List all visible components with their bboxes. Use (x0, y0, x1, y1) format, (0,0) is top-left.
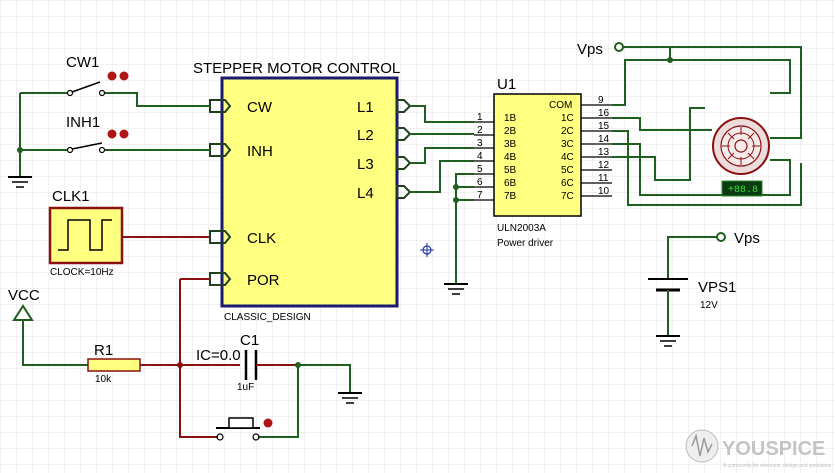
driver-pin-number: 15 (598, 121, 610, 132)
inh-switch-indicator (107, 129, 117, 139)
driver-pin-number: 2 (477, 125, 483, 136)
cw-switch-indicator (107, 71, 117, 81)
ground-symbol (338, 392, 362, 404)
driver-pin-number: 9 (598, 95, 604, 106)
junction-dot (453, 197, 459, 203)
driver-pin-label: 4B (504, 152, 517, 163)
pin-l4[interactable]: L4 (357, 185, 412, 202)
pin-label-l4: L4 (357, 185, 374, 202)
driver-pin-label: 4C (561, 152, 574, 163)
ground-symbol (8, 176, 32, 188)
pin-inh[interactable]: INH (209, 143, 273, 160)
driver-pin-label: 3C (561, 139, 574, 150)
pin-label-cw: CW (247, 99, 273, 116)
pin-label-l3: L3 (357, 156, 374, 173)
inh-switch-label: INH1 (66, 114, 100, 131)
vps-terminal-right[interactable]: Vps (716, 230, 760, 247)
driver-left-pins (474, 121, 494, 201)
driver-pin-label: 6B (504, 178, 517, 189)
driver-part: ULN2003A (497, 223, 546, 234)
junction-dot (17, 147, 23, 153)
driver-pin-number: 12 (598, 160, 610, 171)
cw-switch-indicator (119, 71, 129, 81)
driver-pin-number: 11 (598, 173, 609, 184)
driver-pin-number: 14 (598, 134, 610, 145)
pin-l1[interactable]: L1 (357, 99, 412, 116)
driver-pin-number: 3 (477, 138, 483, 149)
watermark-name: YOUSPICE (722, 438, 825, 460)
ground-symbol (656, 335, 680, 347)
driver-pin-label: COM (549, 100, 572, 111)
ic-title: STEPPER MOTOR CONTROL (193, 60, 400, 77)
button-indicator (263, 418, 273, 428)
stepper-controller-ic[interactable]: STEPPER MOTOR CONTROL CLASSIC_DESIGN CW … (193, 60, 412, 323)
pin-label-l2: L2 (357, 127, 374, 144)
driver-desc: Power driver (497, 238, 554, 249)
driver-pin-number: 5 (477, 164, 483, 175)
clock-label: CLK1 (52, 188, 90, 205)
battery-vps1[interactable]: VPS1 12V (648, 278, 736, 311)
pin-l3[interactable]: L3 (357, 156, 412, 173)
vps-label-right: Vps (734, 230, 760, 247)
capacitor-ic: IC=0.0 (196, 347, 241, 364)
pin-cw[interactable]: CW (209, 99, 273, 116)
driver-pin-number: 13 (598, 147, 610, 158)
capacitor-c1[interactable]: C1 IC=0.0 1uF (196, 332, 259, 393)
inh-switch[interactable]: INH1 (66, 114, 129, 154)
battery-value: 12V (700, 300, 718, 311)
driver-pin-label: 1B (504, 113, 517, 124)
vps-label-top: Vps (577, 41, 603, 58)
pin-label-inh: INH (247, 143, 273, 160)
vcc-label: VCC (8, 287, 40, 304)
pin-label-clk: CLK (247, 230, 276, 247)
driver-pin-number: 4 (477, 151, 483, 162)
pin-por[interactable]: POR (209, 272, 280, 289)
driver-pin-label: 5B (504, 165, 517, 176)
resistor-r1[interactable]: R1 10k (87, 342, 141, 385)
capacitor-value: 1uF (237, 382, 254, 393)
driver-pin-label: 7B (504, 191, 517, 202)
pin-l2[interactable]: L2 (357, 127, 412, 144)
pin-label-l1: L1 (357, 99, 374, 116)
driver-pin-number: 10 (598, 186, 610, 197)
driver-pin-number: 1 (477, 112, 483, 123)
youspice-watermark: YOUSPICE A community for electronic desi… (685, 429, 832, 469)
cw-switch[interactable]: CW1 (66, 54, 129, 97)
junction-dot (453, 184, 459, 190)
cw-switch-label: CW1 (66, 54, 99, 71)
stepper-motor[interactable]: +88.8 (712, 117, 770, 197)
ground-symbol (444, 283, 468, 295)
clock-source[interactable]: CLK1 CLOCK=10Hz (48, 188, 124, 278)
driver-pin-number: 6 (477, 177, 483, 188)
battery-label: VPS1 (698, 279, 736, 296)
driver-pin-label: 7C (561, 191, 574, 202)
driver-pin-number: 7 (477, 190, 483, 201)
junction-dot (667, 57, 673, 63)
pin-label-por: POR (247, 272, 280, 289)
square-wave-icon (58, 219, 112, 251)
driver-ref: U1 (497, 76, 516, 93)
clock-caption: CLOCK=10Hz (50, 267, 114, 278)
resistor-value: 10k (95, 374, 112, 385)
resistor-label: R1 (94, 342, 113, 359)
motor-position-display (721, 180, 763, 197)
reset-pushbutton[interactable] (216, 417, 273, 441)
driver-pin-label: 1C (561, 113, 574, 124)
driver-pin-label: 5C (561, 165, 574, 176)
driver-pin-label: 6C (561, 178, 574, 189)
inh-switch-indicator (119, 129, 129, 139)
driver-ic-u1[interactable]: U1 ULN2003A Power driver 1 2 3 4 5 6 7 1… (477, 76, 610, 249)
driver-pin-label: 2C (561, 126, 574, 137)
ic-caption: CLASSIC_DESIGN (224, 312, 311, 323)
driver-pin-label: 3B (504, 139, 517, 150)
motor-display-readout: +88.8 (728, 185, 758, 196)
pin-clk[interactable]: CLK (209, 230, 276, 247)
crosshair-marker (420, 243, 434, 257)
driver-right-pins (581, 104, 612, 197)
watermark-tagline: A community for electronic design and si… (723, 463, 832, 469)
capacitor-label: C1 (240, 332, 259, 349)
driver-pin-label: 2B (504, 126, 517, 137)
driver-pin-number: 16 (598, 108, 610, 119)
